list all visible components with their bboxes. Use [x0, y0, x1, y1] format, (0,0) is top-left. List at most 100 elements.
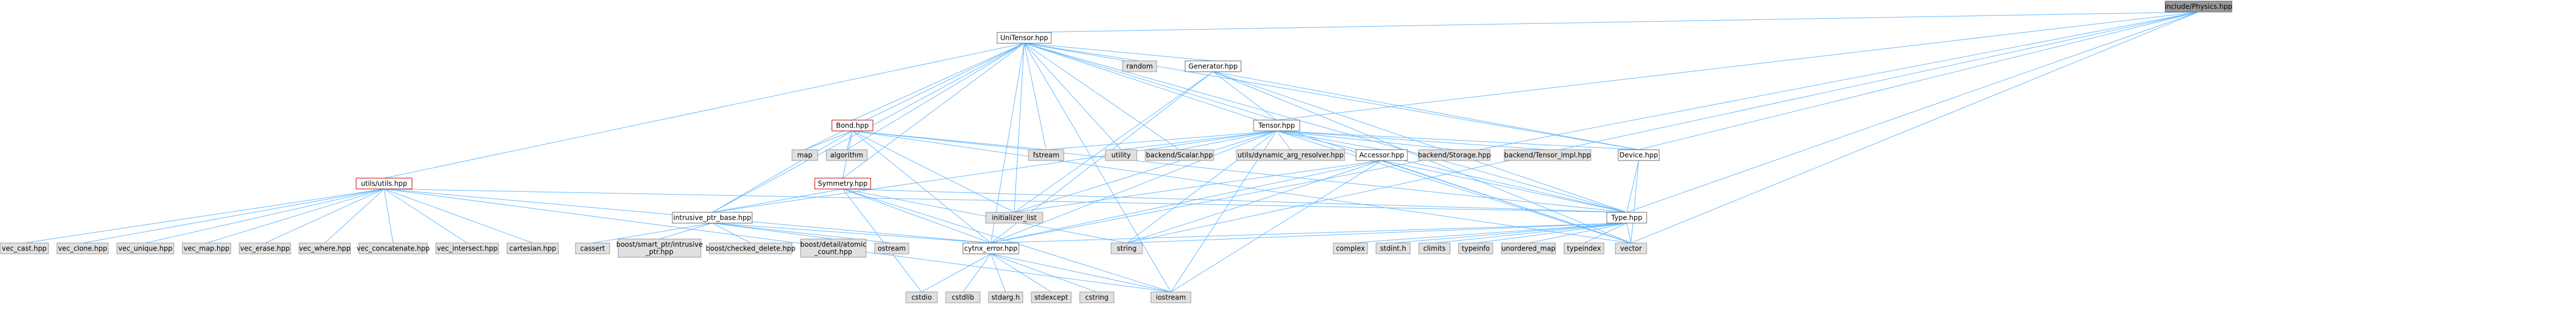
node-label: utility	[1111, 151, 1130, 159]
node-label: _ptr.hpp	[645, 248, 673, 256]
edge-symmetry-intrusive	[712, 188, 843, 213]
node-box	[1418, 149, 1491, 161]
graph-edge	[1276, 130, 1455, 150]
node-label: intrusive_ptr_base.hpp	[673, 214, 752, 222]
node-label: Symmetry.hpp	[818, 180, 867, 188]
edge-type-stdinth	[1393, 223, 1627, 244]
graph-node-cytnxerror[interactable]: cytnx_error.hpp	[962, 242, 1019, 254]
graph-node-checkeddelete: boost/checked_delete.hpp	[706, 242, 795, 254]
graph-edge	[842, 188, 1171, 293]
graph-edge	[383, 188, 468, 244]
edge-utils-iostream	[383, 188, 1171, 293]
graph-edge	[990, 253, 1006, 293]
edge-unitensor-utility	[1024, 43, 1121, 150]
graph-node-generator[interactable]: Generator.hpp	[1185, 60, 1242, 72]
graph-edge	[990, 223, 1627, 244]
node-label: utils/utils.hpp	[361, 180, 407, 188]
node-label: algorithm	[830, 151, 863, 159]
node-box	[1111, 242, 1143, 254]
graph-node-unitensor[interactable]: UniTensor.hpp	[997, 32, 1052, 44]
graph-edge	[1213, 71, 1627, 213]
node-label: iostream	[1156, 294, 1186, 302]
graph-edge	[1024, 43, 1277, 121]
graph-node-utils[interactable]: utils/utils.hpp	[356, 178, 413, 190]
edge-type-climits	[1434, 223, 1627, 244]
edge-bond-algorithm	[846, 130, 853, 150]
graph-edge	[712, 130, 853, 213]
edge-type-typeindex	[1583, 223, 1627, 244]
edge-physics-cytnxerror	[990, 11, 2199, 244]
graph-node-physics[interactable]: include/Physics.hpp	[2165, 1, 2232, 13]
node-label: cassert	[580, 245, 605, 253]
graph-edge	[990, 253, 1097, 293]
node-label: unordered_map	[1501, 245, 1556, 253]
edge-accessor-type	[1381, 160, 1627, 213]
edge-tensor-dynarg	[1276, 130, 1291, 150]
node-label: Device.hpp	[1619, 151, 1658, 159]
graph-edge	[1024, 43, 1121, 150]
node-box	[299, 242, 351, 254]
graph-edge	[1024, 11, 2199, 33]
graph-node-intrusive[interactable]: intrusive_ptr_base.hpp	[672, 212, 753, 224]
edge-tensor-storage	[1276, 130, 1455, 150]
graph-node-vec_cast: vec_cast.hpp	[0, 242, 49, 254]
graph-edge	[383, 188, 1627, 213]
node-box	[962, 242, 1019, 254]
graph-node-device[interactable]: Device.hpp	[1618, 149, 1660, 161]
edge-utils-vec_unique	[145, 188, 385, 244]
node-box	[1606, 212, 1647, 224]
graph-edge	[805, 43, 1024, 150]
edge-unitensor-fstream	[1024, 43, 1047, 150]
graph-edge	[990, 130, 1277, 244]
edge-physics-string	[1126, 11, 2199, 244]
edge-unitensor-cytnxerror	[990, 43, 1024, 244]
graph-node-vector: vector	[1615, 242, 1647, 254]
edge-symmetry-iostream	[842, 188, 1171, 293]
node-label: include/Physics.hpp	[2165, 3, 2232, 11]
graph-edge	[1381, 160, 1627, 213]
edge-bond-map	[805, 130, 853, 150]
node-box	[1375, 242, 1411, 254]
graph-node-dynarg: utils/dynamic_arg_resolver.hpp	[1236, 149, 1345, 161]
edge-utils-vec_concatenate	[383, 188, 394, 244]
graph-node-initlist: initializer_list	[985, 212, 1043, 224]
edge-tensor-intrusive	[712, 130, 1277, 213]
edge-physics-tensor	[1276, 11, 2199, 121]
edge-unitensor-symmetry	[842, 43, 1024, 179]
graph-node-map: map	[791, 149, 818, 161]
graph-edge	[1381, 160, 1631, 244]
graph-node-tensor[interactable]: Tensor.hpp	[1253, 120, 1300, 131]
edge-unitensor-generator	[1024, 43, 1214, 61]
node-box	[945, 291, 981, 303]
edge-unitensor-algorithm	[846, 43, 1024, 150]
node-box	[985, 212, 1043, 224]
graph-node-cartesian: cartesian.hpp	[507, 242, 559, 254]
edge-accessor-vector	[1381, 160, 1631, 244]
graph-node-accessor[interactable]: Accessor.hpp	[1356, 149, 1408, 161]
graph-node-type[interactable]: Type.hpp	[1606, 212, 1647, 224]
edge-tensor-type	[1276, 130, 1627, 213]
graph-node-vec_clone: vec_clone.hpp	[56, 242, 109, 254]
graph-node-tensorimpl: backend/Tensor_impl.hpp	[1504, 149, 1591, 161]
node-box	[831, 120, 873, 131]
node-label: vec_map.hpp	[183, 245, 229, 253]
node-label: string	[1117, 245, 1136, 253]
graph-edge	[1014, 130, 1277, 213]
edge-type-unorderedmap	[1528, 223, 1627, 244]
graph-edge	[1626, 223, 1631, 244]
graph-edge	[1121, 130, 1277, 150]
graph-edge	[264, 188, 385, 244]
edge-utils-vec_erase	[264, 188, 385, 244]
graph-edge	[383, 43, 1024, 179]
graph-edge	[805, 130, 853, 150]
edge-intrusive-smartptr	[659, 223, 713, 240]
graph-node-bond[interactable]: Bond.hpp	[831, 120, 873, 131]
node-box	[1618, 149, 1660, 161]
node-label: vec_intersect.hpp	[437, 245, 498, 253]
graph-edge	[962, 253, 991, 293]
graph-node-symmetry[interactable]: Symmetry.hpp	[814, 178, 871, 190]
graph-edge	[1014, 43, 1024, 213]
graph-edge	[383, 188, 533, 244]
graph-edge	[1024, 43, 1171, 293]
graph-edge	[1014, 71, 1214, 213]
